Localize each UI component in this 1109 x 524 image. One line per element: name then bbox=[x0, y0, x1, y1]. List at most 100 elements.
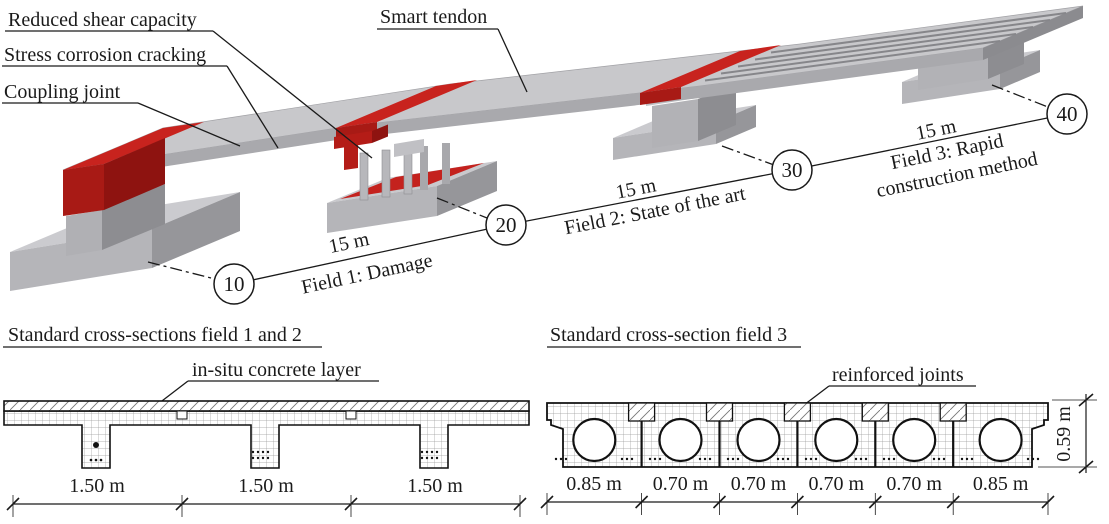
wall-front bbox=[66, 210, 102, 256]
axis-circle bbox=[771, 149, 813, 191]
cross-section-field12: Standard cross-sections field 1 and 2 in… bbox=[3, 324, 530, 517]
xs2-height-dimension: 0.59 m bbox=[1038, 393, 1097, 474]
callout-leader bbox=[137, 102, 241, 147]
pier-damaged bbox=[327, 139, 497, 233]
bearing-cap bbox=[394, 139, 424, 157]
wall-side bbox=[698, 83, 736, 141]
wall-front bbox=[652, 99, 698, 148]
dim-label-4: 0.70 m bbox=[809, 473, 865, 495]
callout-leader bbox=[212, 30, 373, 159]
damage-zone-left-joint bbox=[63, 122, 204, 216]
axis-30-leader bbox=[721, 145, 775, 166]
axis-marker-40: 40 bbox=[1046, 93, 1088, 135]
callout-text: Reduced shear capacity bbox=[8, 9, 197, 31]
callout-text: Stress corrosion cracking bbox=[4, 44, 206, 66]
footing-front bbox=[327, 186, 437, 233]
damage-zone-coupling-joint bbox=[334, 80, 477, 170]
axis-marker-20: 20 bbox=[485, 204, 527, 246]
callout-coupling-joint: Coupling joint bbox=[2, 81, 241, 147]
footing-side bbox=[437, 161, 497, 216]
axis-40-leader bbox=[991, 84, 1049, 108]
axis-leader-lines bbox=[147, 84, 1049, 280]
axis-marker-10: 10 bbox=[213, 263, 255, 305]
span1-length: 15 m bbox=[327, 228, 372, 258]
red-cap-side bbox=[104, 138, 165, 210]
axis-circle bbox=[213, 263, 255, 305]
joint-field2-field3 bbox=[640, 45, 781, 105]
callout-leader bbox=[157, 380, 189, 405]
void-circles bbox=[572, 417, 1023, 463]
void-circle bbox=[892, 417, 937, 463]
reinforced-joint-block bbox=[627, 402, 656, 422]
callout-smart-tendon: Smart tendon bbox=[377, 6, 528, 93]
footing-side bbox=[152, 192, 240, 268]
axis-10-leader bbox=[147, 261, 216, 280]
footing-front bbox=[10, 229, 152, 291]
axis-marker-30: 30 bbox=[771, 149, 813, 191]
in-situ-layer bbox=[3, 400, 530, 412]
joint-notch bbox=[176, 410, 188, 420]
reinforced-joints bbox=[627, 402, 967, 467]
axis-number: 10 bbox=[224, 272, 245, 296]
reinforced-joint-block bbox=[783, 402, 812, 422]
axis-number: 20 bbox=[496, 213, 517, 237]
strand-dots-web2 bbox=[251, 450, 270, 460]
wall-side bbox=[102, 184, 165, 250]
callout-reduced-shear-capacity: Reduced shear capacity bbox=[5, 9, 373, 159]
cross-section-field3: Standard cross-section field 3 reinforce… bbox=[540, 324, 1097, 515]
red-band-top bbox=[640, 45, 781, 93]
callout-text: Smart tendon bbox=[380, 6, 487, 28]
precast-girders bbox=[3, 410, 530, 469]
xs1-dimension-line: 1.50 m 1.50 m 1.50 m bbox=[6, 475, 527, 517]
span3-line bbox=[791, 113, 1068, 171]
void-circle bbox=[572, 417, 617, 463]
strand-dots-web3 bbox=[420, 450, 439, 460]
void-circle bbox=[978, 417, 1023, 463]
span-dimension-lines bbox=[233, 113, 1068, 285]
axis-circle bbox=[485, 204, 527, 246]
red-cap-front bbox=[63, 164, 104, 216]
callout-leader bbox=[497, 28, 528, 93]
reinforced-joint-block bbox=[939, 402, 967, 422]
span1-label: Field 1: Damage bbox=[300, 249, 435, 298]
section-title: Standard cross-section field 3 bbox=[550, 324, 787, 346]
tendon-dots bbox=[89, 442, 439, 462]
reinforced-joint-block bbox=[705, 402, 734, 422]
axis-number: 30 bbox=[782, 158, 803, 182]
dim-label-2: 1.50 m bbox=[238, 475, 294, 497]
joints-callout: reinforced joints bbox=[832, 364, 964, 386]
callouts: Reduced shear capacity Stress corrosion … bbox=[2, 6, 528, 159]
in-situ-callout: in-situ concrete layer bbox=[192, 359, 361, 381]
xs2-dimension-line: 0.85 m 0.70 m 0.70 m 0.70 m 0.70 m 0.85 … bbox=[540, 473, 1055, 515]
dim-label-3: 1.50 m bbox=[407, 475, 463, 497]
field3-slab-joints bbox=[704, 12, 1067, 82]
span2-length: 15 m bbox=[614, 174, 658, 203]
reinforced-joint-block bbox=[861, 402, 889, 422]
callout-text: Coupling joint bbox=[4, 81, 121, 103]
dim-label-3: 0.70 m bbox=[731, 473, 787, 495]
footing-side bbox=[1000, 50, 1040, 89]
void-circle bbox=[658, 417, 703, 463]
deck-front-face bbox=[63, 48, 983, 182]
dim-label-1: 1.50 m bbox=[69, 475, 125, 497]
dim-label-2: 0.70 m bbox=[653, 473, 709, 495]
axis-20-leader bbox=[436, 197, 488, 219]
smart-tendon-dot bbox=[93, 442, 99, 448]
joint-notch bbox=[345, 410, 357, 420]
section-title: Standard cross-sections field 1 and 2 bbox=[8, 324, 302, 346]
bridge-deck bbox=[62, 5, 1084, 182]
axis-number: 40 bbox=[1057, 102, 1078, 126]
height-dim-label: 0.59 m bbox=[1053, 406, 1075, 462]
red-band-front bbox=[640, 87, 681, 105]
isometric-bridge-view: 15 m Field 1: Damage 15 m Field 2: State… bbox=[2, 5, 1088, 305]
strand-dots bbox=[554, 457, 1040, 461]
axis-circle bbox=[1046, 93, 1088, 135]
void-circle bbox=[814, 417, 859, 463]
axis-markers: 10 20 30 40 bbox=[213, 93, 1088, 305]
span2-line bbox=[505, 169, 793, 226]
deck-end-face bbox=[983, 6, 1083, 60]
dim-label-6: 0.85 m bbox=[973, 473, 1029, 495]
dim-label-1: 0.85 m bbox=[566, 473, 622, 495]
